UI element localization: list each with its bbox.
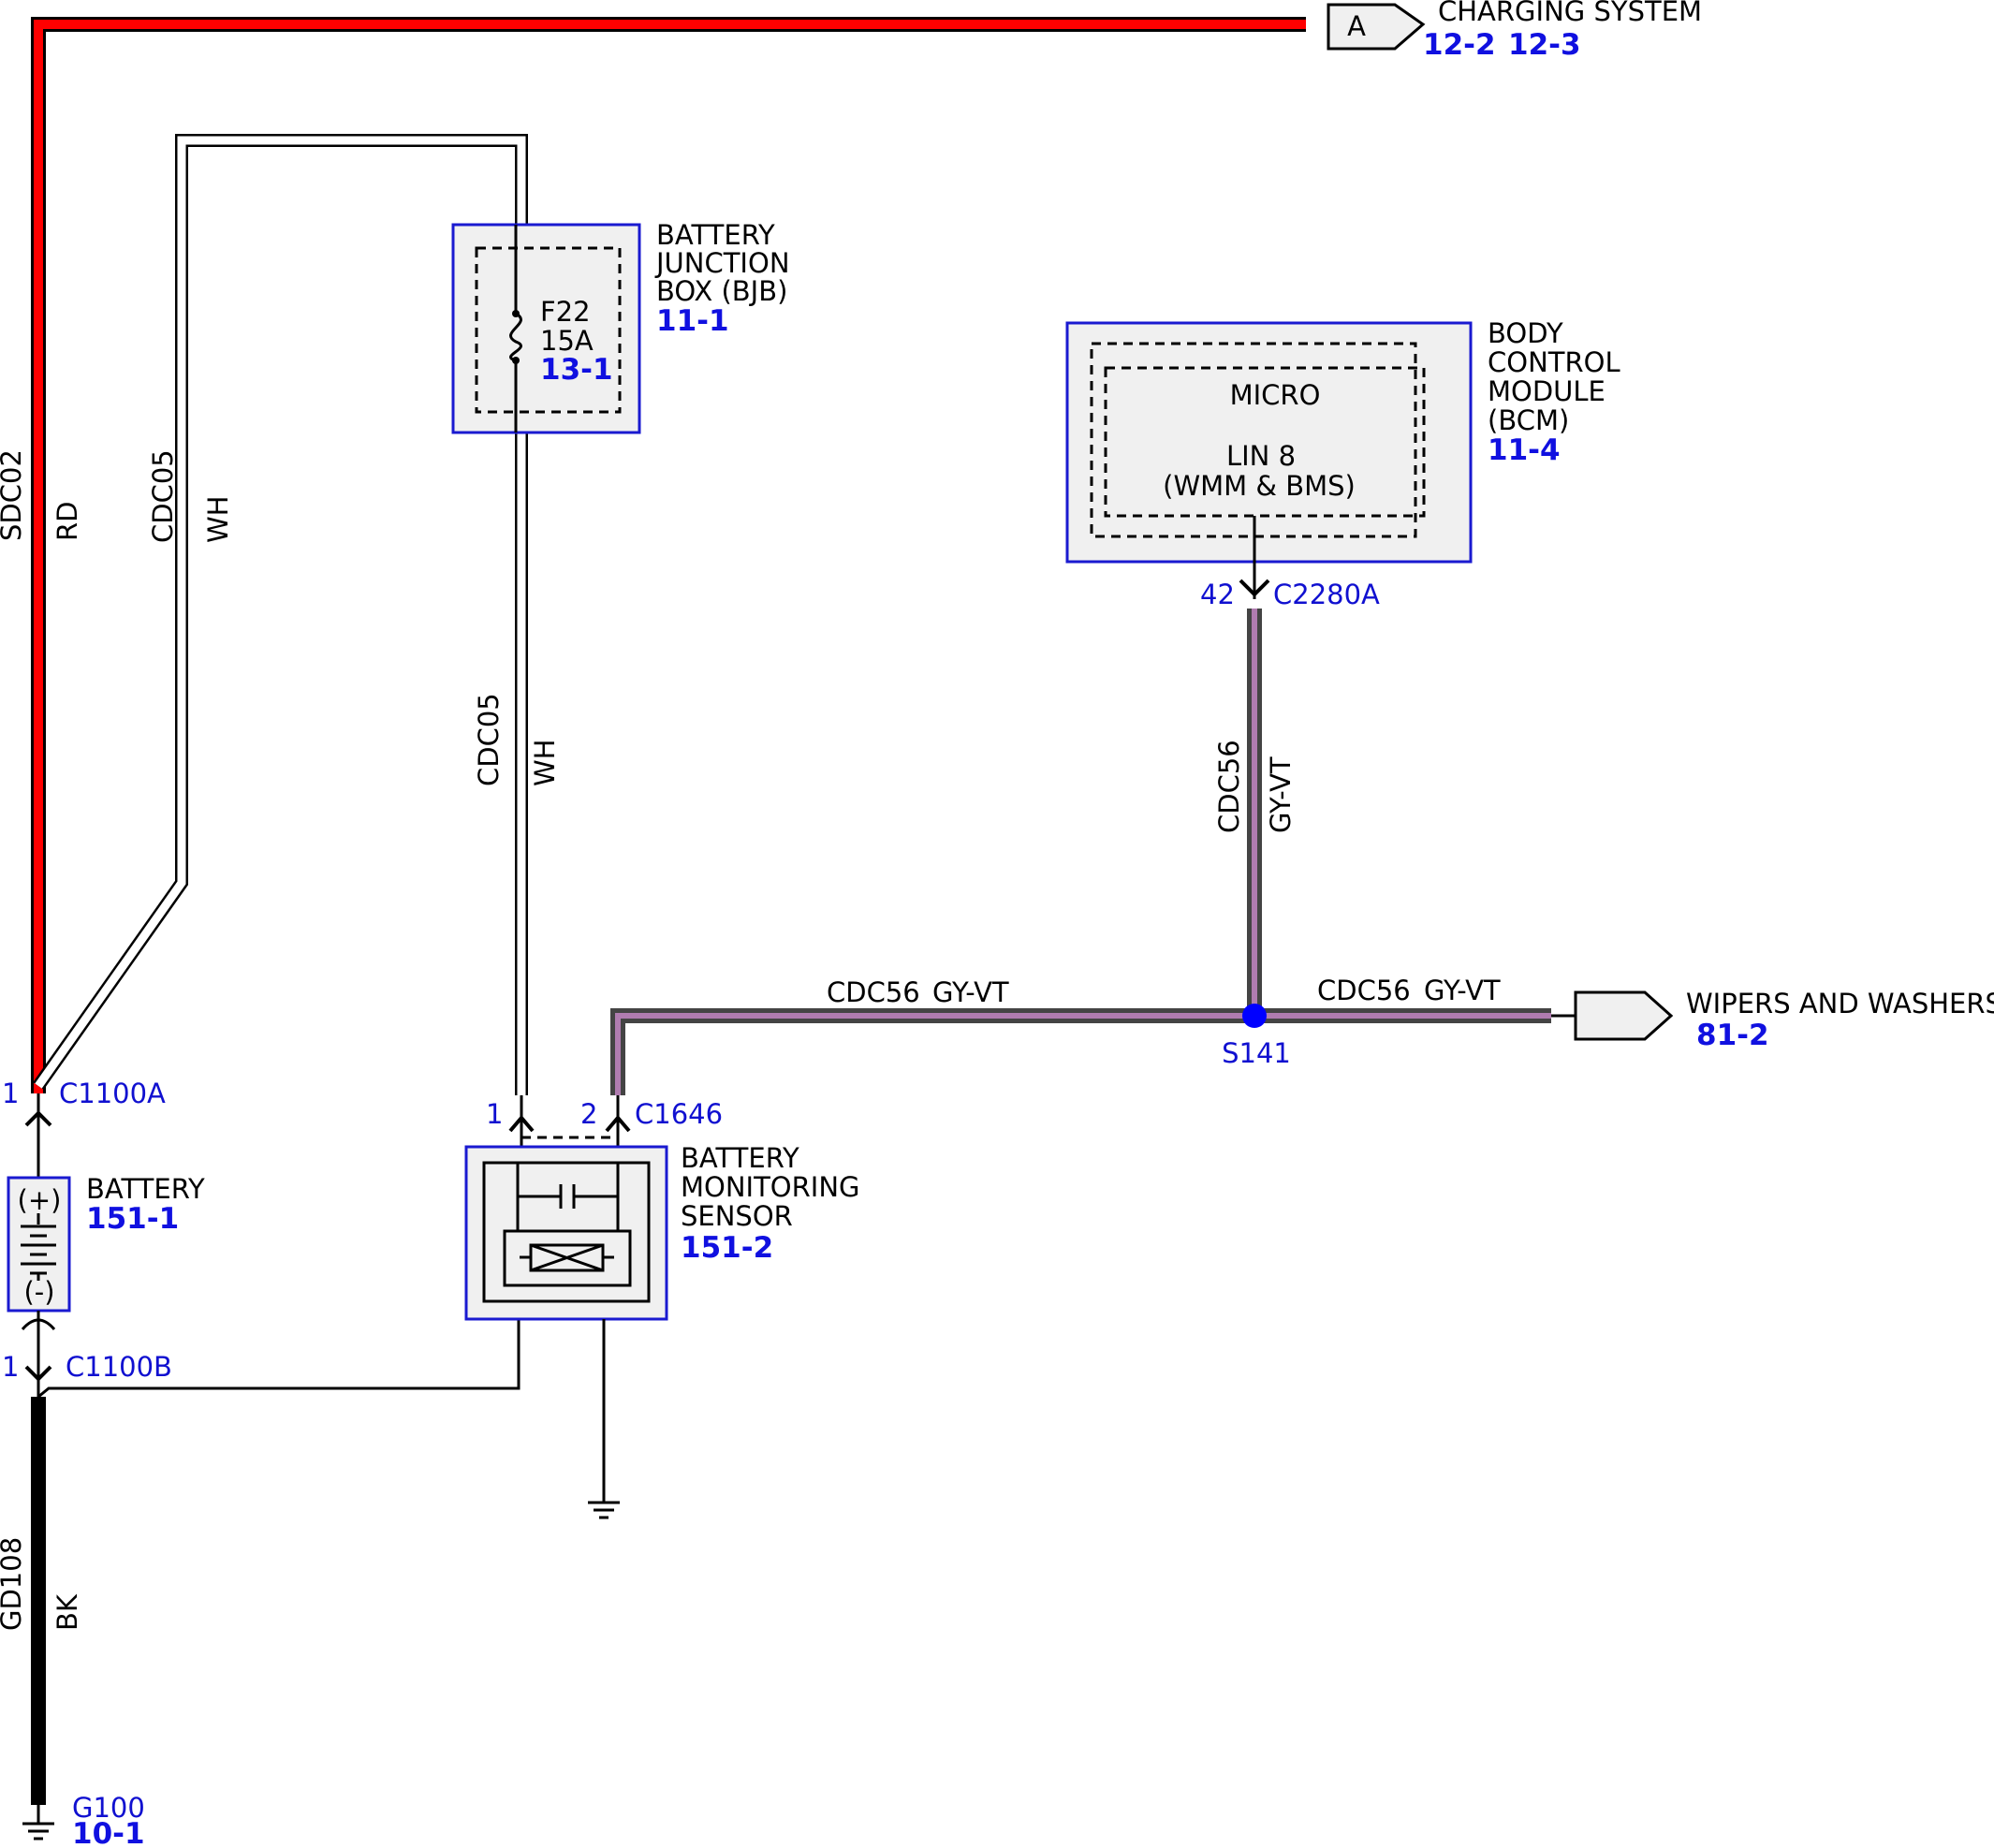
bms-label-line3: SENSOR xyxy=(681,1200,793,1232)
wire-cdc05-left-circuit: CDC05 xyxy=(147,449,179,543)
wipers-ref[interactable]: 81-2 xyxy=(1696,1019,1769,1052)
bjb-label-line1: BATTERY xyxy=(656,219,775,251)
wire-cdc56-stripe xyxy=(615,609,1551,1095)
bms-ground-return xyxy=(37,1320,520,1399)
fuse-name: F22 xyxy=(540,296,591,328)
wire-sdc02-circuit: SDC02 xyxy=(0,449,27,541)
bjb-inner-dashed xyxy=(475,246,622,414)
bms-box[interactable] xyxy=(464,1145,668,1321)
bjb-box[interactable] xyxy=(451,223,641,434)
wire-cdc56 xyxy=(610,609,1551,1095)
bcm-label-line1: BODY xyxy=(1488,317,1563,349)
wire-cdc05-mid-color: WH xyxy=(529,740,561,786)
bms-ground-icon xyxy=(588,1501,620,1519)
bcm-label-line2: CONTROL xyxy=(1488,346,1620,378)
c1646-pin1: 1 xyxy=(486,1098,503,1130)
fuse-ref[interactable]: 13-1 xyxy=(540,353,613,387)
bcm-outer-dashed xyxy=(1090,342,1417,538)
c1646-pin2: 2 xyxy=(580,1098,597,1130)
bcm-micro: MICRO xyxy=(1230,379,1321,411)
charging-system-label: CHARGING SYSTEM xyxy=(1438,0,1702,27)
bcm-lin: LIN 8 xyxy=(1226,440,1296,472)
c2280a-connector-icon xyxy=(1239,579,1270,597)
wipers-arrow-connector[interactable] xyxy=(1574,990,1674,1041)
charging-arrow-connector[interactable] xyxy=(1327,3,1426,51)
c1646-name: C1646 xyxy=(635,1098,723,1130)
bcm-ref[interactable]: 11-4 xyxy=(1488,433,1561,467)
bcm-label-line4: (BCM) xyxy=(1488,404,1569,436)
fuse-rating: 15A xyxy=(540,325,594,357)
charging-ref-12-3[interactable]: 12-3 xyxy=(1508,28,1581,62)
wire-cdc56-left-color: GY-VT xyxy=(932,976,1009,1008)
ground-g100-ref[interactable]: 10-1 xyxy=(72,1817,145,1848)
bcm-lin-sub: (WMM & BMS) xyxy=(1163,470,1356,502)
wire-sdc02-color: RD xyxy=(51,502,83,541)
fuse-icon xyxy=(509,312,522,362)
wire-cdc05-left-outer xyxy=(33,134,528,1095)
ground-g100-icon xyxy=(22,1805,54,1841)
battery-ref[interactable]: 151-1 xyxy=(86,1202,179,1236)
fuse-terminal-top xyxy=(512,310,520,317)
wire-cdc56-vert-color: GY-VT xyxy=(1265,756,1297,833)
bjb-label-line2: JUNCTION xyxy=(654,247,790,279)
wipers-label: WIPERS AND WASHERS xyxy=(1686,988,1994,1019)
wire-cdc56-right-label: CDC56 xyxy=(1317,975,1411,1006)
bms-label-line1: BATTERY xyxy=(681,1142,799,1174)
bms-sensor-block xyxy=(503,1229,632,1287)
battery-label: BATTERY xyxy=(86,1173,205,1205)
wire-gd108-circuit: GD108 xyxy=(0,1537,27,1631)
wire-sdc02-fill xyxy=(34,20,1306,1093)
capacitor-icon xyxy=(559,1184,576,1209)
wire-cdc05-mid-circuit: CDC05 xyxy=(473,693,505,786)
bms-inner-frame xyxy=(482,1161,651,1303)
battery-minus: (-) xyxy=(23,1276,54,1308)
wire-cdc56-right-color: GY-VT xyxy=(1424,975,1501,1006)
bcm-label-line3: MODULE xyxy=(1488,375,1605,407)
c2280a-name: C2280A xyxy=(1273,579,1380,610)
wire-cdc56-vert-circuit: CDC56 xyxy=(1213,740,1245,833)
bms-label-line2: MONITORING xyxy=(681,1171,860,1203)
charging-ref-12-2[interactable]: 12-2 xyxy=(1423,28,1496,62)
bcm-box[interactable] xyxy=(1065,321,1473,564)
bcm-inner-dashed xyxy=(1104,366,1426,518)
wire-cdc05-left-inner xyxy=(35,136,526,1095)
c1100b-pin: 1 xyxy=(2,1351,19,1383)
wire-cdc05-left-color: WH xyxy=(202,496,234,543)
c2280a-pin: 42 xyxy=(1200,579,1235,610)
c1100b-name: C1100B xyxy=(66,1351,172,1383)
bjb-label-line3: BOX (BJB) xyxy=(656,275,787,307)
splice-s141[interactable] xyxy=(1242,1004,1267,1028)
charging-arrow-label: A xyxy=(1347,10,1366,42)
wire-cdc56-left-label: CDC56 xyxy=(827,976,920,1008)
c1100b-connector-icon xyxy=(24,1365,52,1382)
splice-s141-label: S141 xyxy=(1222,1037,1291,1069)
wire-gd108-color: BK xyxy=(51,1593,83,1631)
bjb-ref[interactable]: 11-1 xyxy=(656,304,729,338)
c1100a-pin: 1 xyxy=(2,1078,19,1109)
battery-cells-icon xyxy=(21,1213,56,1281)
fuse-terminal-bottom xyxy=(512,357,520,364)
battery-plus: (+) xyxy=(18,1184,62,1216)
c1100a-name: C1100A xyxy=(59,1078,166,1109)
sensor-element-icon xyxy=(520,1243,614,1272)
bms-ref[interactable]: 151-2 xyxy=(681,1231,773,1265)
ground-g100-name: G100 xyxy=(72,1792,145,1824)
